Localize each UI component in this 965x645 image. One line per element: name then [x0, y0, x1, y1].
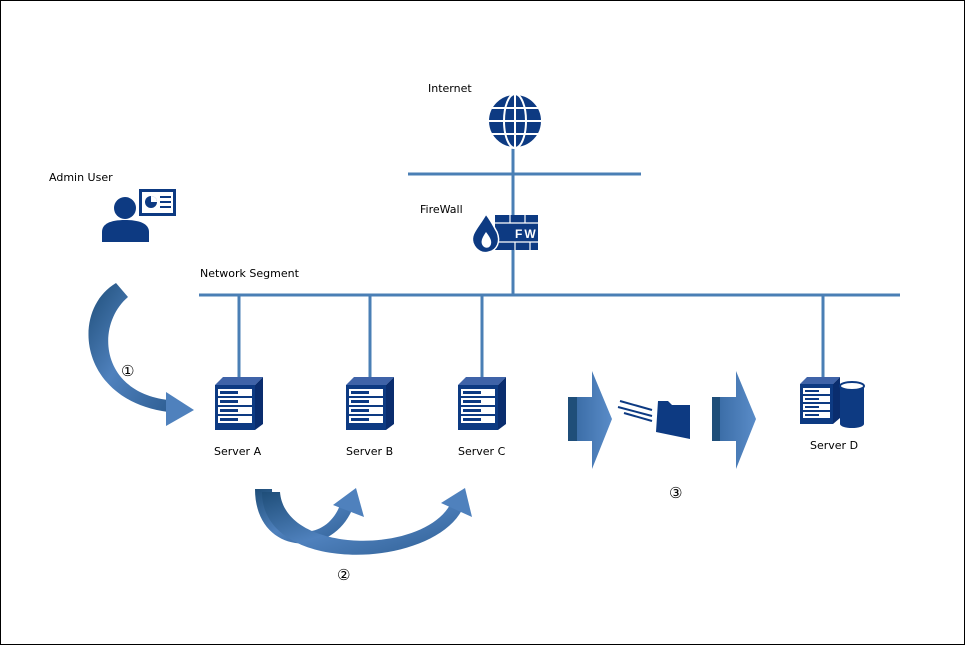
server-a-label: Server A	[214, 445, 262, 458]
step2-curved-arrow-to-c	[262, 488, 472, 555]
firewall-label: FireWall	[420, 203, 463, 216]
network-lines	[199, 142, 900, 377]
server-d-label: Server D	[810, 439, 859, 452]
network-segment-label: Network Segment	[200, 267, 299, 280]
server-c-icon	[458, 377, 506, 430]
server-c-label: Server C	[458, 445, 506, 458]
step3-block-arrow-left	[568, 371, 612, 469]
admin-user-icon	[102, 189, 176, 242]
admin-user-label: Admin User	[49, 171, 113, 184]
server-b-label: Server B	[346, 445, 394, 458]
firewall-icon	[471, 212, 538, 254]
database-icon	[839, 381, 865, 428]
step2-number: ②	[337, 566, 351, 584]
server-a-icon	[215, 377, 263, 430]
step3-block-arrow-right	[712, 371, 756, 469]
globe-icon	[487, 93, 543, 149]
firewall-badge-text: FW	[515, 227, 538, 241]
file-transfer-icon	[617, 400, 690, 439]
server-b-icon	[346, 377, 394, 430]
server-d-icon	[800, 377, 840, 424]
step1-curved-arrow	[88, 283, 194, 426]
internet-label: Internet	[428, 82, 472, 95]
step1-number: ①	[121, 362, 135, 380]
step3-number: ③	[669, 484, 683, 502]
